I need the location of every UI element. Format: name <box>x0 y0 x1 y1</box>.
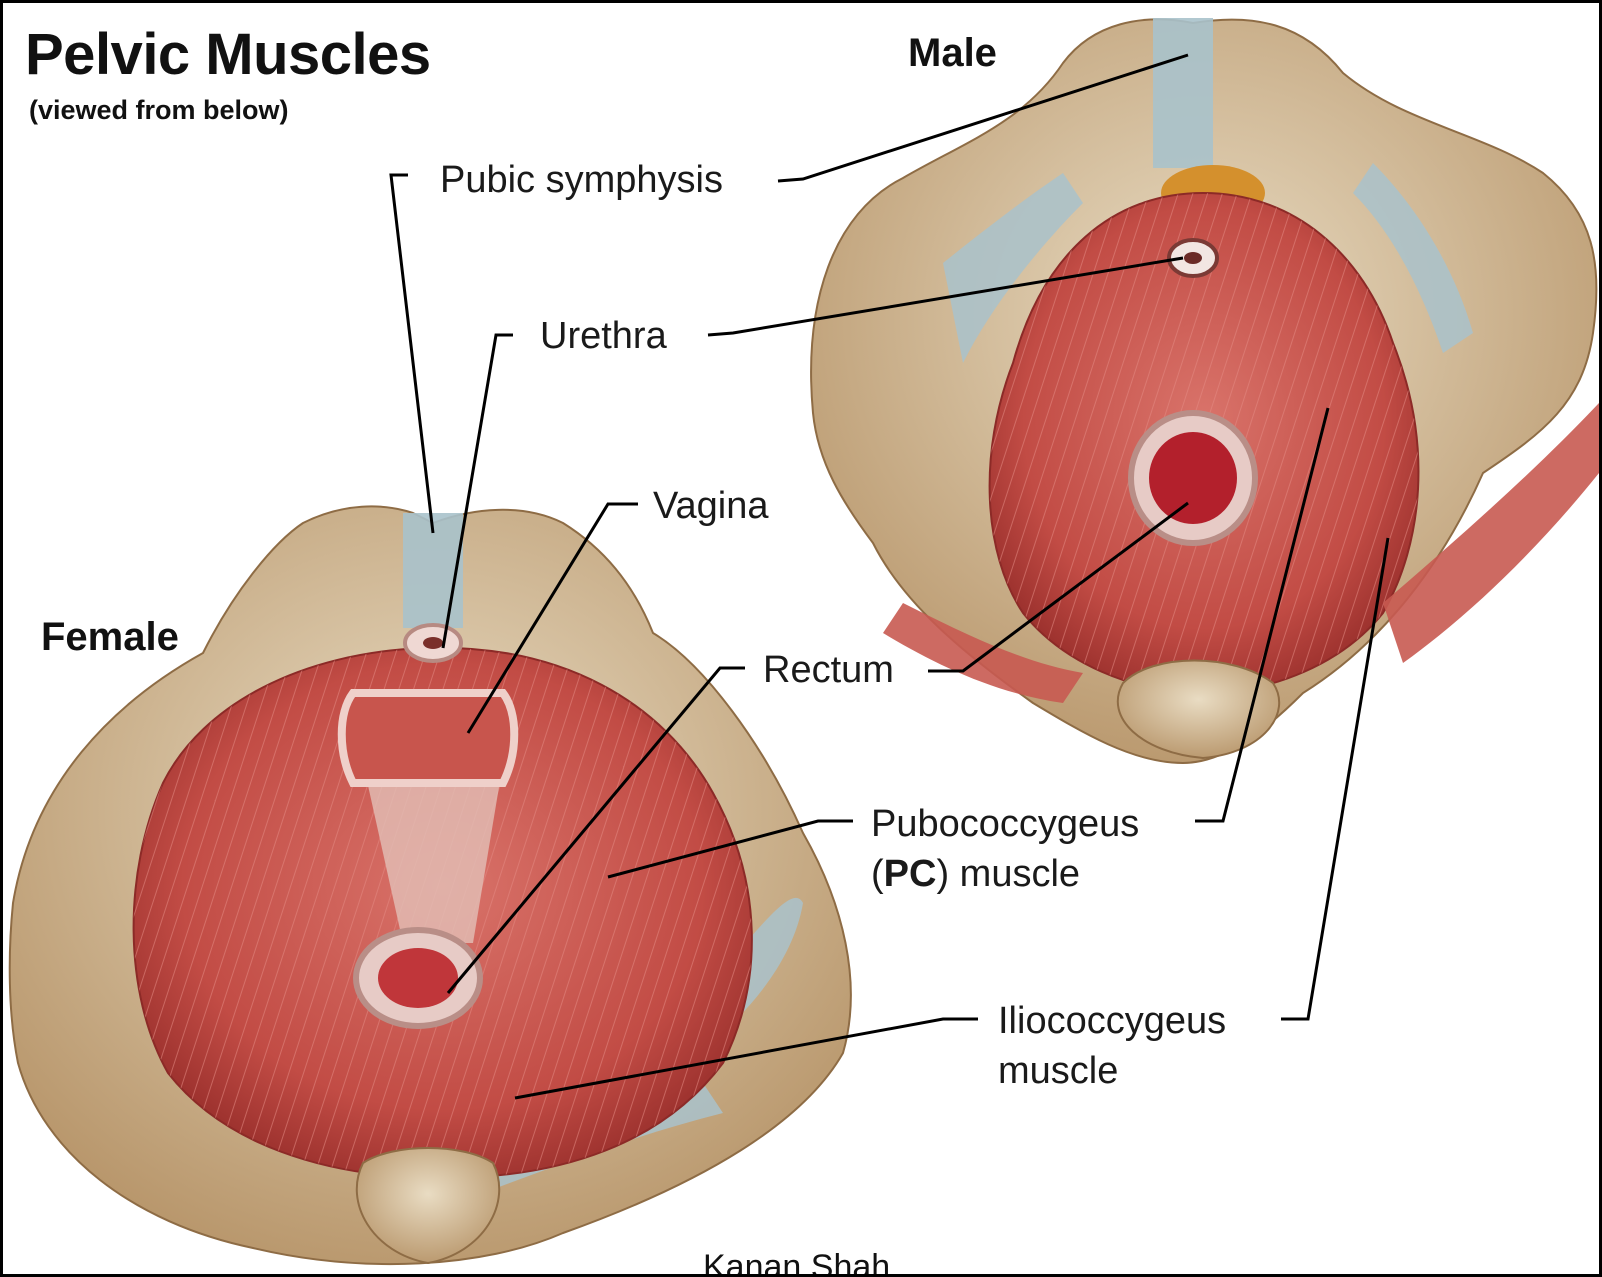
label-rectum: Rectum <box>763 645 894 695</box>
label-pubococcygeus-line1: Pubococcygeus <box>871 799 1139 849</box>
page-subtitle: (viewed from below) <box>29 95 289 126</box>
anatomy-illustration <box>3 3 1599 1274</box>
male-pubic-ligament <box>1153 18 1213 168</box>
leader-pubic-symphysis-female <box>391 175 433 533</box>
female-urethra-lumen <box>423 637 443 649</box>
female-view-label: Female <box>41 615 179 660</box>
pc-muscle-text: ) muscle <box>936 853 1080 895</box>
female-vagina <box>342 693 515 783</box>
label-pubococcygeus: Pubococcygeus (PC) muscle <box>871 799 1139 899</box>
pc-open-paren: ( <box>871 853 884 895</box>
label-iliococcygeus: Iliococcygeus muscle <box>998 996 1226 1096</box>
label-pubic-symphysis: Pubic symphysis <box>440 155 723 205</box>
male-pelvis-illustration <box>811 18 1599 763</box>
label-pubococcygeus-line2: (PC) muscle <box>871 849 1139 899</box>
label-vagina: Vagina <box>653 481 769 531</box>
label-urethra: Urethra <box>540 311 667 361</box>
author-credit: Kanan Shah <box>703 1248 890 1277</box>
male-view-label: Male <box>908 31 997 76</box>
male-urethra-lumen <box>1184 252 1202 264</box>
male-rectum-lumen <box>1149 432 1237 524</box>
page-title: Pelvic Muscles <box>25 21 431 88</box>
label-iliococcygeus-line1: Iliococcygeus <box>998 996 1226 1046</box>
pc-abbreviation: PC <box>884 853 937 895</box>
label-iliococcygeus-line2: muscle <box>998 1046 1226 1096</box>
female-rectum-lumen <box>378 948 458 1008</box>
